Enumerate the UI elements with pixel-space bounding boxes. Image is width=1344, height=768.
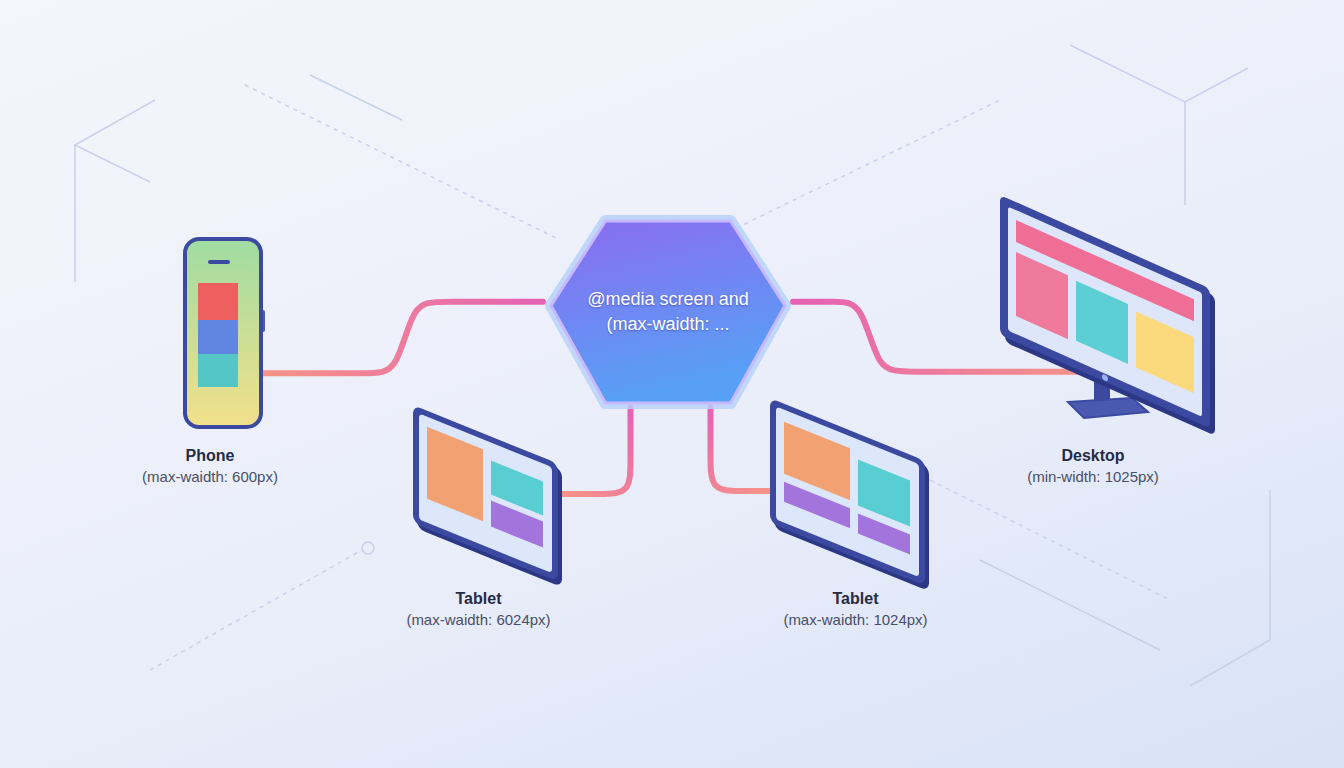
tablet-screen [776,406,919,577]
tablet-block [858,460,910,527]
monitor-block [1136,312,1194,394]
tablet-illustration [770,398,929,591]
tablet-node: Tablet(max-waidth: 1024px) [770,398,925,584]
tablet-frame [413,405,558,582]
device-caption: Tablet(max-waidth: 6024px) [406,588,550,630]
decor-line [310,75,402,120]
tablet-screen [419,413,552,573]
decor-line [980,560,1160,650]
monitor [1000,195,1215,436]
monitor-screen [1008,207,1202,417]
monitor-block [1016,252,1068,339]
monitor-button [1102,373,1108,382]
decor-dot [362,542,374,554]
tablet-illustration [413,405,562,587]
connector-line [558,407,631,494]
tablet-node: Tablet(max-waidth: 6024px) [413,405,558,583]
monitor-block [1076,281,1128,364]
device-caption: Phone(max-waidth: 600px) [142,445,278,487]
tablet-block [858,514,910,555]
device-name: Tablet [406,588,550,609]
device-name: Desktop [1027,445,1159,466]
phone-speaker [208,260,230,264]
hub-text-box: @media screen and (max-waidth: ... [543,213,793,410]
phone-block [198,283,238,321]
device-name: Phone [142,445,278,466]
media-query-text: @media screen and (max-waidth: ... [581,287,755,337]
device-name: Tablet [783,588,927,609]
media-query-hub: @media screen and (max-waidth: ... [543,213,793,410]
decor-line [1190,490,1270,686]
phone-block [198,354,238,387]
tablet-block [784,482,850,529]
decor-line [1070,45,1248,205]
tablet-frame [770,398,925,586]
connector-line [711,407,771,491]
breakpoint-label: (max-waidth: 1024px) [783,609,927,630]
phone-body [185,239,261,427]
breakpoint-label: (max-waidth: 6024px) [406,609,550,630]
breakpoint-label: (min-width: 1025px) [1027,466,1159,487]
tablet-block [491,501,543,548]
phone-illustration [185,239,265,427]
tablet-block [427,427,483,522]
connector-line [263,302,543,374]
phone-block [198,320,238,354]
monitor-edge [1005,202,1215,435]
decor-lines [75,45,1270,686]
device-caption: Desktop(min-width: 1025px) [1027,445,1159,487]
decor-line [75,100,155,282]
monitor-frame [1000,195,1210,428]
monitor-base [1068,398,1148,418]
hexagon-body [551,221,785,403]
decor-dashed-line [150,85,1170,670]
device-caption: Tablet(max-waidth: 1024px) [783,588,927,630]
desktop-illustration [1000,195,1215,436]
desktop-node: Desktop(min-width: 1025px) [998,193,1212,433]
breakpoint-label: (max-waidth: 600px) [142,466,278,487]
hexagon-shape [543,213,793,410]
phone-node: Phone(max-waidth: 600px) [183,237,263,429]
hexagon-glow [551,221,785,403]
